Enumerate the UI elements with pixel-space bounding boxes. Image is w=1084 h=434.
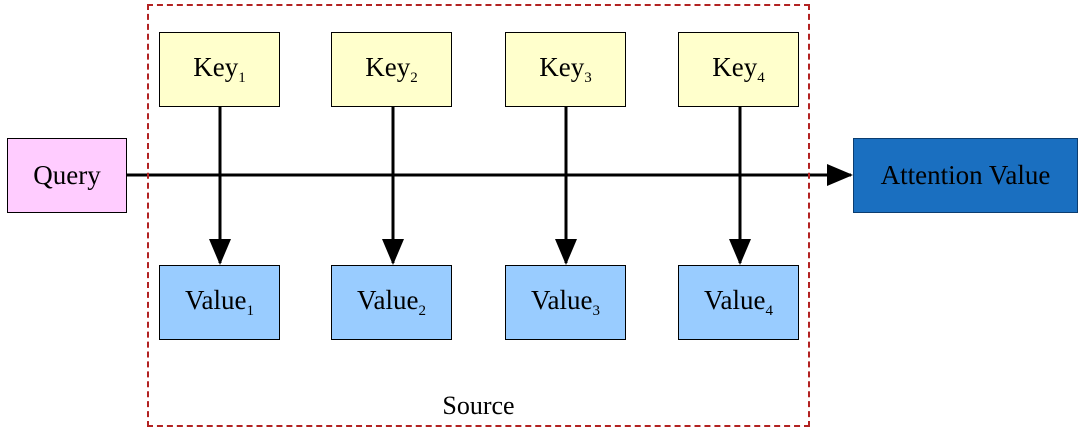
key-box-4: Key4 [678,32,799,107]
value-label: Value2 [357,285,426,319]
key-label: Key2 [365,52,418,86]
key-box-2: Key2 [331,32,452,107]
key-box-1: Key1 [159,32,280,107]
key-box-3: Key3 [505,32,626,107]
attention-value-label: Attention Value [880,160,1051,190]
value-box-4: Value4 [678,265,799,340]
key-label: Key1 [193,52,246,86]
value-label: Value1 [185,285,254,319]
key-label: Key3 [539,52,592,86]
query-label: Query [33,160,101,190]
value-label: Value4 [704,285,773,319]
value-box-2: Value2 [331,265,452,340]
value-box-1: Value1 [159,265,280,340]
query-box: Query [7,138,127,213]
attention-value-box: Attention Value [853,138,1078,213]
key-label: Key4 [712,52,765,86]
source-label: Source [442,391,515,420]
value-box-3: Value3 [505,265,626,340]
source-region: Source [147,4,810,427]
value-label: Value3 [531,285,600,319]
